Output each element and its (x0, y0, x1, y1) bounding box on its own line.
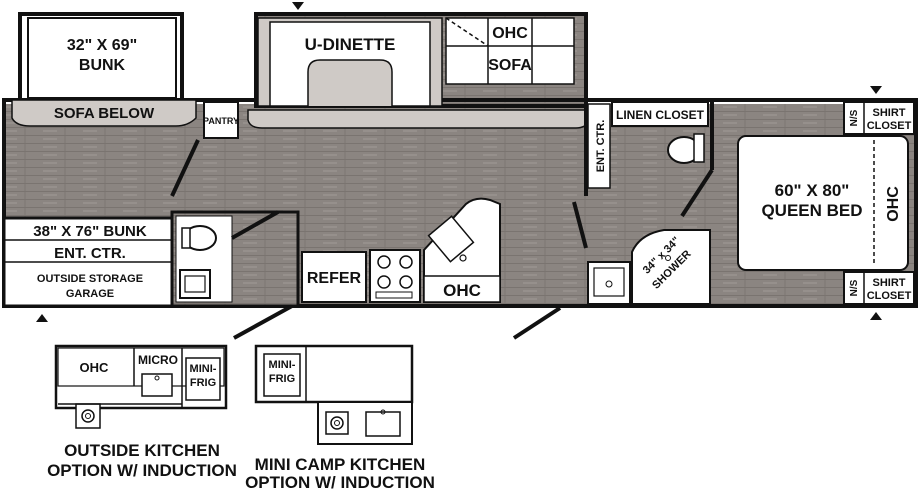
kitchen-island: OHC (423, 197, 501, 303)
marker-bottom-right (870, 312, 882, 320)
sofa-below-label: SOFA BELOW (54, 105, 155, 122)
marker-top-right (870, 86, 882, 94)
ok-frig-label: FRIG (190, 377, 216, 389)
ns-top-label: N/S (849, 109, 860, 126)
bunk-label: BUNK (79, 57, 126, 74)
lower-bunk: 38" X 76" BUNK ENT. CTR. OUTSIDE STORAGE… (2, 216, 174, 308)
bunk-dims-label: 32" X 69" (67, 37, 137, 54)
refer-label: REFER (307, 270, 362, 287)
mid-partition: ENT. CTR. (572, 100, 611, 249)
sofa-below: SOFA BELOW (11, 99, 197, 127)
ok-caption-1: OUTSIDE KITCHEN (64, 441, 220, 460)
ns-bottom-label: N/S (849, 279, 860, 296)
linen-closet: LINEN CLOSET (611, 101, 709, 127)
door-swing-right (512, 306, 562, 340)
bunk-door-swing (170, 139, 200, 197)
door-swing-left (233, 304, 293, 340)
pantry-label: PANTRY (203, 116, 239, 126)
shirt-top-label: SHIRT (873, 107, 906, 119)
shirt-closet-top: N/S SHIRT CLOSET (843, 101, 915, 135)
garage-label: GARAGE (66, 288, 114, 300)
mc-caption-2: OPTION W/ INDUCTION (245, 473, 435, 490)
marker-bottom-left (36, 314, 48, 322)
door-marker-top (292, 2, 304, 10)
sofa-ohc-label: OHC (492, 25, 528, 42)
stovetop (369, 249, 421, 303)
u-dinette-label: U-DINETTE (305, 35, 396, 54)
kitchen-ohc-label: OHC (443, 281, 481, 300)
shirt-closet-bottom: N/S SHIRT CLOSET (843, 271, 915, 305)
shirt-bottom-label: SHIRT (873, 277, 906, 289)
mini-camp-kitchen-option: MINI- FRIG MINI CAMP KITCHEN OPTION W/ I… (245, 344, 435, 490)
outside-storage-label: OUTSIDE STORAGE (37, 273, 143, 285)
rear-bath (587, 100, 714, 305)
dinette-base (247, 109, 591, 129)
ok-mini-label: MINI- (190, 363, 217, 375)
queen-bed-label: QUEEN BED (761, 201, 862, 220)
sofa-label: SOFA (488, 57, 532, 74)
ok-caption-2: OPTION W/ INDUCTION (47, 461, 237, 480)
sofa: OHC SOFA (445, 17, 575, 85)
mc-mini-label: MINI- (269, 359, 296, 371)
mc-caption-1: MINI CAMP KITCHEN (255, 455, 426, 474)
bed-dims-label: 60" X 80" (775, 181, 850, 200)
pantry: PANTRY (203, 101, 239, 139)
ent-ctr-mid-label: ENT. CTR. (595, 120, 607, 173)
ok-micro-label: MICRO (138, 353, 178, 367)
linen-closet-label: LINEN CLOSET (616, 108, 705, 122)
lower-bunk-label: 38" X 76" BUNK (33, 223, 147, 240)
upper-bunk: 32" X 69" BUNK (27, 17, 177, 99)
ent-ctr-left-label: ENT. CTR. (54, 245, 126, 262)
outside-kitchen-option: OHC MICRO MINI- FRIG OUTSIDE KITCHEN OPT… (47, 344, 237, 480)
ok-ohc-label: OHC (80, 360, 110, 375)
refrigerator: REFER (301, 251, 367, 303)
shower: 34" x 34" SHOWER (631, 229, 711, 305)
u-dinette: U-DINETTE (257, 17, 443, 107)
closet-top-label: CLOSET (867, 120, 912, 132)
bed-ohc-label: OHC (885, 186, 902, 222)
left-bath (170, 210, 300, 308)
closet-bottom-label: CLOSET (867, 290, 912, 302)
queen-bed: 60" X 80" QUEEN BED OHC (737, 135, 909, 271)
mc-frig-label: FRIG (269, 373, 295, 385)
